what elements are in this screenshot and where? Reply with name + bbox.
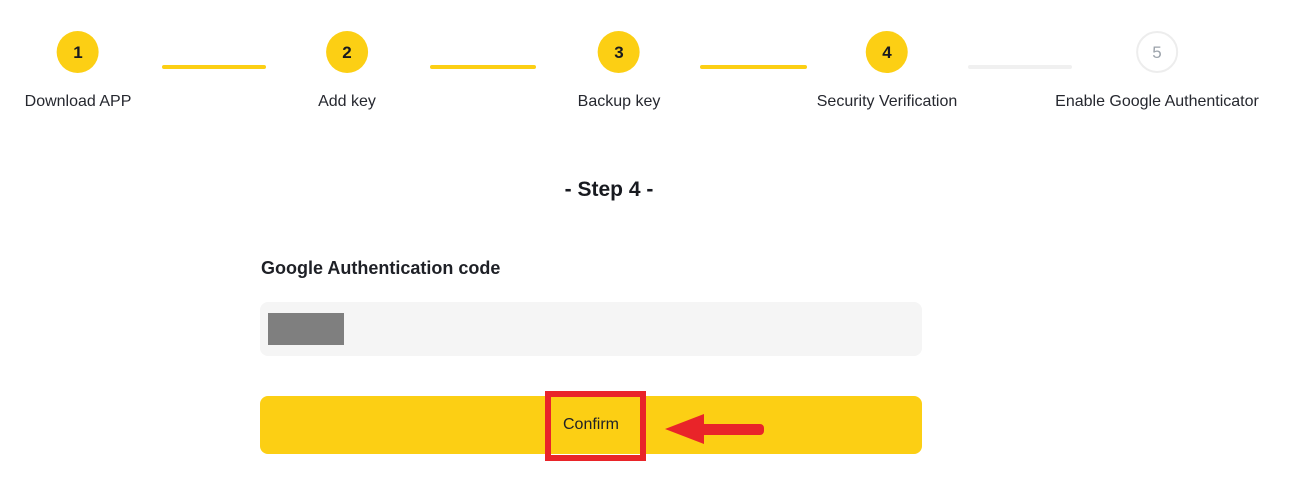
confirm-button[interactable]: Confirm	[260, 396, 922, 454]
step-heading: - Step 4 -	[564, 178, 654, 201]
step-number-badge: 5	[1135, 31, 1178, 73]
step-label: Add key	[318, 93, 376, 110]
stepper-step-backup-key: 3 Backup key	[577, 31, 661, 111]
stepper-step-download-app: 1 Download APP	[24, 31, 132, 111]
step-label: Download APP	[24, 93, 132, 110]
step-label: Enable Google Authenticator	[1055, 93, 1259, 110]
google-auth-code-label: Google Authentication code	[261, 258, 501, 278]
redacted-code-value	[268, 313, 344, 345]
stepper-step-enable-google-authenticator: 5 Enable Google Authenticator	[1055, 31, 1259, 111]
step-label: Security Verification	[816, 93, 958, 110]
setup-progress-stepper: 1 Download APP 2 Add key 3 Backup key 4 …	[0, 0, 1290, 130]
stepper-connector	[700, 65, 807, 69]
stepper-step-security-verification: 4 Security Verification	[816, 31, 958, 111]
stepper-connector	[968, 65, 1072, 69]
step-number-badge: 3	[598, 31, 640, 73]
step-label: Backup key	[577, 93, 661, 110]
step-number-badge: 1	[56, 31, 99, 73]
step-number-badge: 4	[865, 31, 908, 73]
stepper-connector	[162, 65, 266, 69]
stepper-connector	[430, 65, 536, 69]
step-number-badge: 2	[326, 31, 368, 73]
step-content-area: - Step 4 - Google Authentication code Co…	[260, 0, 922, 479]
stepper-step-add-key: 2 Add key	[318, 31, 376, 111]
google-auth-code-input[interactable]	[260, 302, 922, 356]
